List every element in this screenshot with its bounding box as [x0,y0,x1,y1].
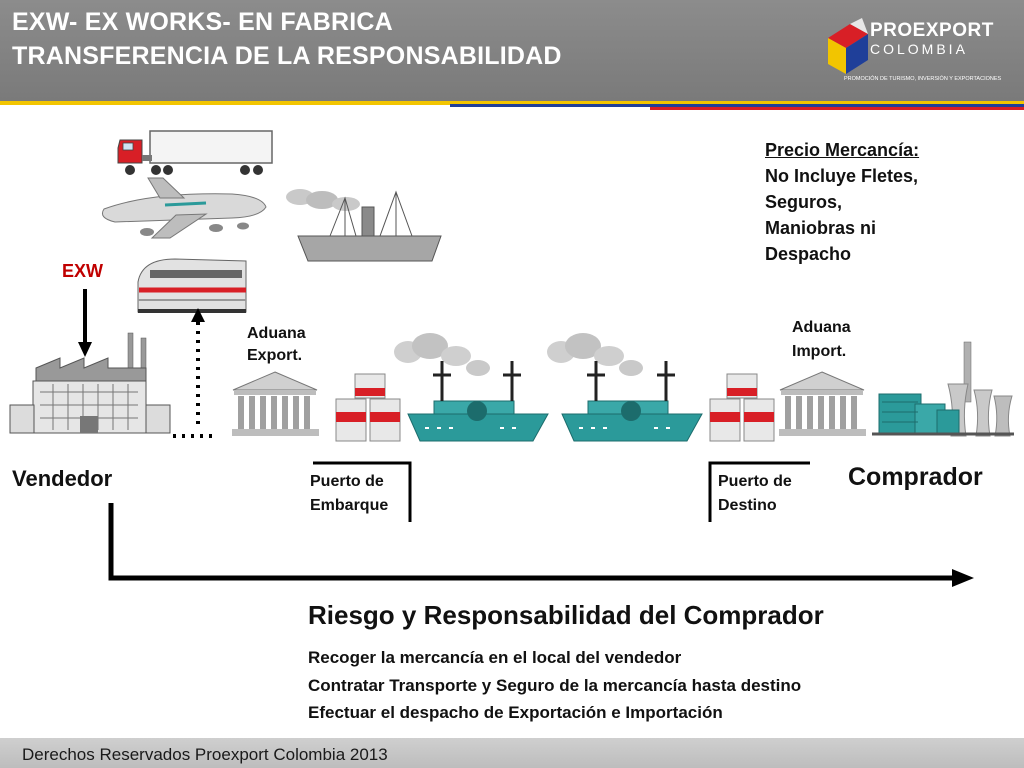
port-origin-line-1: Puerto de [310,473,384,490]
aduana-export-line-1: Aduana [247,325,306,342]
port-origin-line-2: Embarque [310,497,389,514]
customs-building-icon [779,371,866,436]
price-note-line: No Incluye Fletes, [765,166,919,186]
logo-name: PROEXPORT [870,20,994,41]
port-origin-bracket [313,461,412,522]
header-bar: EXW- EX WORKS- EN FABRICA TRANSFERENCIA … [0,0,1024,101]
price-note-line: Maniobras ni [765,218,877,238]
container-stack-icon [335,373,401,442]
customs-building-icon [232,371,319,436]
container-stack-icon [709,373,775,442]
responsibility-heading: Riesgo y Responsabilidad del Comprador [308,600,824,630]
train-icon [137,258,247,313]
aduana-import-label: Aduana Import. [792,316,851,364]
responsibility-item: Contratar Transporte y Seguro de la merc… [308,675,802,695]
cargo-ship-icon [286,189,442,262]
port-destination-bracket [708,461,810,522]
exw-arrow-head [78,342,92,357]
responsibility-arrow-head [952,569,974,587]
responsibility-arrow [108,503,954,581]
stripe-yellow [0,101,1024,105]
buyer-label: Comprador [848,463,983,491]
logo-subtitle: COLOMBIA [870,41,968,57]
responsibility-item: Recoger la mercancía en el local del ven… [308,648,682,667]
title-line-2: TRANSFERENCIA DE LA RESPONSABILIDAD [12,42,562,70]
dotted-pickup-arrow [173,308,216,438]
aduana-import-line-2: Import. [792,343,847,360]
steamship-icon [547,333,703,442]
port-destination-label: Puerto de Destino [718,470,792,518]
aduana-export-line-2: Export. [247,347,303,364]
truck-icon [117,130,273,175]
seller-label: Vendedor [12,466,113,491]
aduana-export-label: Aduana Export. [247,323,306,367]
proexport-logo: PROEXPORT COLOMBIA PROMOCIÓN DE TURISMO,… [822,16,1008,88]
price-note-line: Despacho [765,244,852,264]
stripe-blue [450,104,1024,107]
aduana-import-line-1: Aduana [792,319,851,336]
steamship-icon [394,333,549,442]
port-destination-line-2: Destino [718,497,777,514]
price-note-line: Seguros, [765,192,843,212]
logo-cube-icon [828,18,868,74]
stripe-red [650,107,1024,110]
responsibility-item: Efectuar el despacho de Exportación e Im… [308,703,723,722]
exw-label: EXW [62,261,104,281]
port-origin-label: Puerto de Embarque [310,470,388,518]
industrial-plant-icon [872,341,1014,437]
title-line-1: EXW- EX WORKS- EN FABRICA [12,8,393,36]
airplane-icon [101,177,267,239]
price-note: Precio Mercancía: No Incluye Fletes, Seg… [765,137,919,267]
port-destination-line-1: Puerto de [718,473,792,490]
price-note-heading: Precio Mercancía: [765,140,920,160]
logo-tagline: PROMOCIÓN DE TURISMO, INVERSIÓN Y EXPORT… [844,76,1002,82]
responsibility-list: Recoger la mercancía en el local del ven… [308,644,801,727]
footer-copyright: Derechos Reservados Proexport Colombia 2… [22,745,388,764]
factory-icon [9,332,171,434]
footer-bar: Derechos Reservados Proexport Colombia 2… [0,738,1024,768]
